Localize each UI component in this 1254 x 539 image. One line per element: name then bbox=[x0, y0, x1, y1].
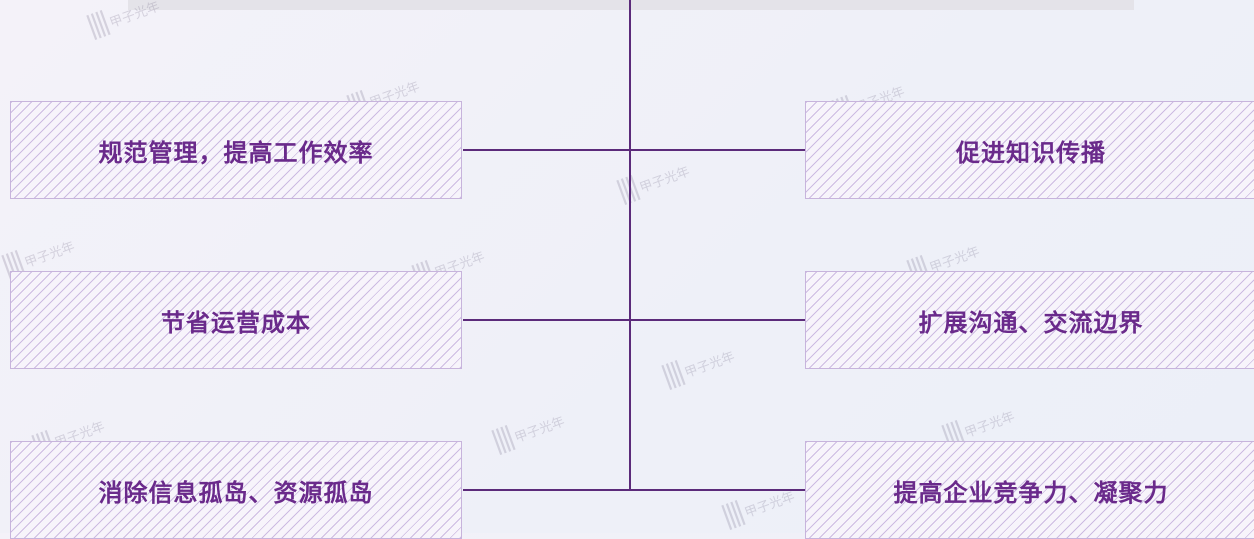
benefit-label: 消除信息孤岛、资源孤岛 bbox=[98, 478, 374, 507]
benefit-box-efficiency: 规范管理，提高工作效率 bbox=[10, 101, 462, 199]
benefit-box-communication: 扩展沟通、交流边界 bbox=[805, 271, 1254, 369]
benefit-box-silos: 消除信息孤岛、资源孤岛 bbox=[10, 441, 462, 539]
benefit-box-knowledge: 促进知识传播 bbox=[805, 101, 1254, 199]
benefit-box-cost: 节省运营成本 bbox=[10, 271, 462, 369]
benefit-label: 规范管理，提高工作效率 bbox=[98, 138, 374, 167]
benefit-label: 提高企业竞争力、凝聚力 bbox=[893, 478, 1169, 507]
benefit-label: 促进知识传播 bbox=[956, 138, 1106, 167]
benefit-box-competitiveness: 提高企业竞争力、凝聚力 bbox=[805, 441, 1254, 539]
benefit-label: 节省运营成本 bbox=[161, 308, 311, 337]
benefit-label: 扩展沟通、交流边界 bbox=[918, 308, 1144, 337]
